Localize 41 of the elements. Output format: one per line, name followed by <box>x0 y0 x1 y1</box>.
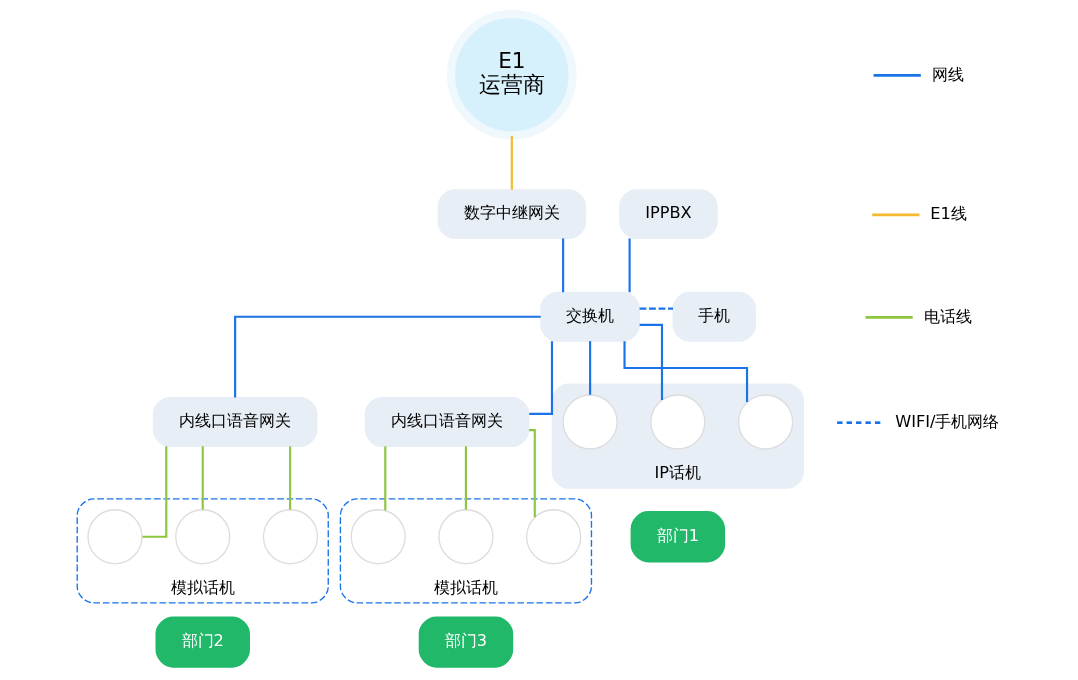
node-box: 内线口语音网关 <box>364 397 529 447</box>
node-circle <box>525 509 581 565</box>
connector <box>141 446 167 538</box>
node-circle: E1 运营商 <box>446 9 577 140</box>
connector <box>622 341 748 402</box>
node-circle <box>437 509 494 565</box>
node-box: IPPBX <box>618 189 718 240</box>
cluster: 模拟话机 <box>76 498 329 604</box>
connector <box>639 323 663 400</box>
node-circle <box>350 509 406 565</box>
connector <box>561 238 564 293</box>
connector <box>233 315 541 398</box>
legend-label: 网线 <box>931 64 964 84</box>
node-circle <box>649 394 706 450</box>
cluster: 模拟话机 <box>339 498 592 604</box>
connector <box>383 446 386 511</box>
connector <box>510 135 513 190</box>
node-circle <box>737 394 793 450</box>
connector <box>528 341 553 415</box>
node-box: 部门1 <box>630 511 725 563</box>
connector <box>639 307 673 310</box>
node-box: 部门3 <box>418 616 513 668</box>
legend-label: WIFI/手机网络 <box>894 411 999 431</box>
legend-label: E1线 <box>929 204 967 223</box>
connector <box>288 446 291 510</box>
connector <box>528 429 536 518</box>
node-box: 内线口语音网关 <box>152 397 317 447</box>
node-circle <box>174 509 230 565</box>
legend-label: 电话线 <box>923 306 972 326</box>
node-circle <box>86 509 143 565</box>
node-circle <box>561 394 618 450</box>
node-box: 交换机 <box>539 291 640 342</box>
connector <box>201 446 204 510</box>
connector <box>464 446 467 510</box>
connector <box>628 238 631 293</box>
node-box: 手机 <box>671 291 756 342</box>
node-circle <box>262 509 318 565</box>
node-box: 部门2 <box>155 616 250 668</box>
cluster: IP话机 <box>551 383 804 489</box>
connector <box>588 341 591 395</box>
node-box: 数字中继网关 <box>437 189 586 240</box>
